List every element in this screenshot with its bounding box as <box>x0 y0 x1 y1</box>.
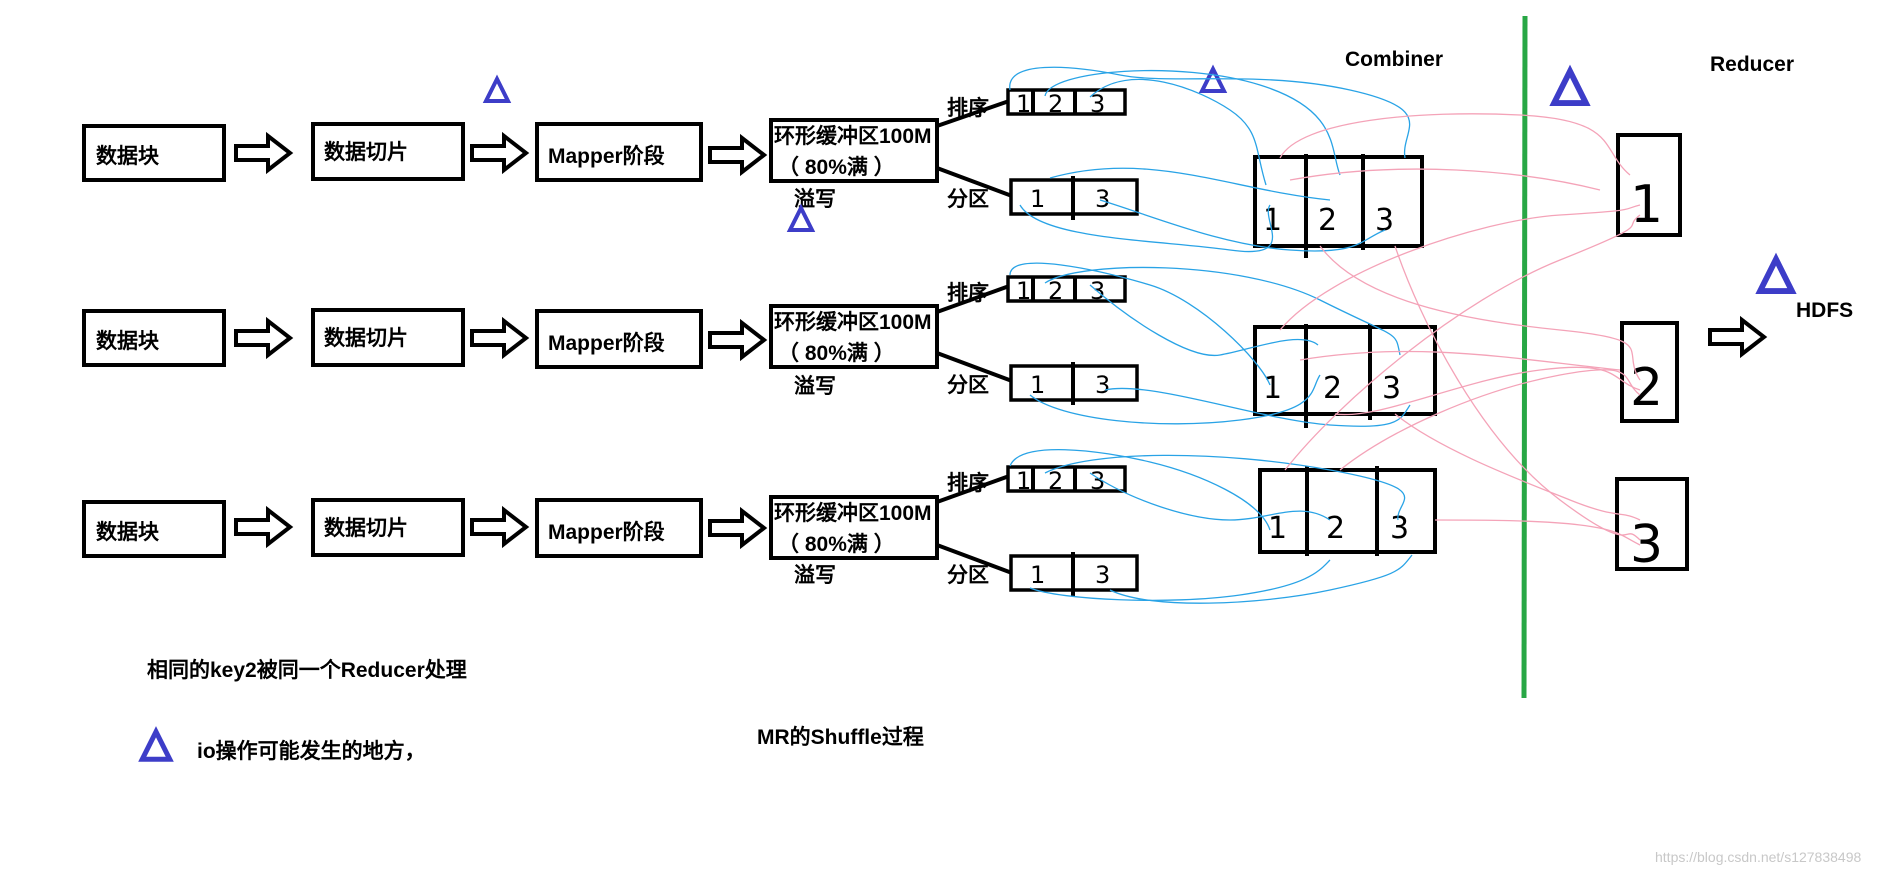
ring-buffer-2: 环形缓冲区100M （ 80%满 ） <box>769 304 939 369</box>
ring-buffer-label-line1: 环形缓冲区100M <box>774 310 932 334</box>
io-legend-text: io操作可能发生的地方， <box>197 739 426 763</box>
ring-buffer-label-line2: （ 80%满 ） <box>778 532 895 556</box>
mapper-stage-2: Mapper阶段 <box>535 309 703 369</box>
sort-cell-1: 1 <box>1016 467 1031 495</box>
mapper-label: Mapper阶段 <box>548 331 665 355</box>
sort-buffer-3: 1 2 3 <box>1006 465 1127 495</box>
partition-label: 分区 <box>947 188 989 211</box>
data-block-label: 数据块 <box>96 145 160 168</box>
sort-cell-2: 2 <box>1048 277 1063 305</box>
data-split-label: 数据切片 <box>324 517 408 540</box>
hollow-arrow-icon <box>234 319 292 357</box>
pipeline-row-1: 数据块 数据切片 Mapper阶段 环形缓冲区100M （ 80%满 ） 溢写 … <box>82 88 1139 220</box>
combiner-heading: Combiner <box>1345 48 1443 71</box>
combiner-cell-1: 1 <box>1268 511 1287 546</box>
diagram-caption: MR的Shuffle过程 <box>757 725 924 749</box>
reducer-cell-3: 3 <box>1630 515 1663 575</box>
combiner-cell-2: 2 <box>1323 371 1342 406</box>
combiner-box-3: 1 2 3 <box>1258 466 1437 556</box>
partition-buffer-1: 1 3 <box>1009 176 1139 220</box>
partition-label: 分区 <box>947 564 989 587</box>
partition-cell-1: 1 <box>1030 561 1045 589</box>
data-split-label: 数据切片 <box>324 327 408 350</box>
partition-buffer-2: 1 3 <box>1009 362 1139 405</box>
data-block-3: 数据块 <box>82 500 226 558</box>
mapper-label: Mapper阶段 <box>548 144 665 168</box>
triangle-outline-icon <box>1554 71 1586 103</box>
partition-cell-1: 1 <box>1030 371 1045 399</box>
reducer-flow-lines <box>1279 113 1641 546</box>
partition-label: 分区 <box>947 374 989 397</box>
data-block-1: 数据块 <box>82 124 226 182</box>
hollow-arrow-icon <box>470 508 528 546</box>
sort-cell-2: 2 <box>1048 467 1063 495</box>
combiner-flow-lines <box>1009 66 1413 604</box>
spill-label: 溢写 <box>794 563 836 587</box>
data-block-2: 数据块 <box>82 309 226 367</box>
hollow-arrow-icon <box>708 509 766 547</box>
data-block-label: 数据块 <box>96 521 160 544</box>
ring-buffer-label-line1: 环形缓冲区100M <box>774 124 932 148</box>
ring-buffer-3: 环形缓冲区100M （ 80%满 ） <box>769 495 939 560</box>
mapper-stage-1: Mapper阶段 <box>535 122 703 182</box>
reducer-box-3: 3 <box>1615 477 1689 575</box>
partition-cell-1: 1 <box>1030 185 1045 213</box>
partition-cell-2: 3 <box>1095 185 1110 213</box>
combiner-cell-3: 3 <box>1375 203 1394 238</box>
hollow-arrow-icon <box>470 134 528 172</box>
hollow-arrow-icon <box>234 508 292 546</box>
combiner-box-2: 1 2 3 <box>1253 324 1437 428</box>
triangle-outline-icon <box>788 206 814 232</box>
pipeline-row-3: 数据块 数据切片 Mapper阶段 环形缓冲区100M （ 80%满 ） 溢写 … <box>82 465 1139 596</box>
combiner-cell-3: 3 <box>1382 371 1401 406</box>
reducer-heading: Reducer <box>1710 53 1794 76</box>
combiner-cell-2: 2 <box>1326 511 1345 546</box>
sort-cell-1: 1 <box>1016 277 1031 305</box>
sort-cell-1: 1 <box>1016 90 1031 118</box>
triangle-outline-icon <box>1200 67 1226 93</box>
sort-label: 排序 <box>947 471 989 495</box>
data-block-label: 数据块 <box>96 330 160 353</box>
sort-buffer-1: 1 2 3 <box>1006 88 1127 118</box>
combiner-cell-3: 3 <box>1390 511 1409 546</box>
reducer-box-2: 2 <box>1620 321 1679 423</box>
hollow-arrow-icon <box>470 319 528 357</box>
mapper-label: Mapper阶段 <box>548 520 665 544</box>
sort-buffer-2: 1 2 3 <box>1006 275 1127 305</box>
triangle-outline-icon <box>1760 259 1792 291</box>
hollow-arrow-icon <box>708 136 766 174</box>
data-split-label: 数据切片 <box>324 141 408 164</box>
sort-cell-3: 3 <box>1090 90 1105 118</box>
reducer-cell-1: 1 <box>1630 175 1663 235</box>
mapper-stage-3: Mapper阶段 <box>535 498 703 558</box>
ring-buffer-label-line2: （ 80%满 ） <box>778 155 895 179</box>
spill-label: 溢写 <box>794 374 836 398</box>
hollow-arrow-icon <box>708 321 766 359</box>
data-split-2: 数据切片 <box>311 308 465 367</box>
watermark-text: https://blog.csdn.net/s127838498 <box>1655 849 1861 865</box>
partition-cell-2: 3 <box>1095 371 1110 399</box>
data-split-1: 数据切片 <box>311 122 465 181</box>
map-reduce-divider <box>1521 15 1528 699</box>
hdfs-label: HDFS <box>1796 299 1853 322</box>
ring-buffer-label-line2: （ 80%满 ） <box>778 341 895 365</box>
combiner-cell-2: 2 <box>1318 203 1337 238</box>
sort-label: 排序 <box>947 281 989 305</box>
sort-cell-3: 3 <box>1090 467 1105 495</box>
sort-label: 排序 <box>947 96 989 120</box>
data-split-3: 数据切片 <box>311 498 465 557</box>
triangle-outline-icon <box>484 77 510 103</box>
triangle-outline-icon <box>142 732 170 760</box>
hollow-arrow-icon <box>234 134 292 172</box>
pipeline-row-2: 数据块 数据切片 Mapper阶段 环形缓冲区100M （ 80%满 ） 溢写 … <box>82 275 1139 405</box>
ring-buffer-label-line1: 环形缓冲区100M <box>774 501 932 525</box>
reducer-box-1: 1 <box>1616 133 1682 237</box>
hollow-arrow-icon <box>1708 318 1766 356</box>
partition-cell-2: 3 <box>1095 561 1110 589</box>
sort-cell-2: 2 <box>1048 90 1063 118</box>
partition-buffer-3: 1 3 <box>1009 552 1139 596</box>
key2-note: 相同的key2被同一个Reducer处理 <box>147 658 467 682</box>
ring-buffer-1: 环形缓冲区100M （ 80%满 ） <box>769 118 939 183</box>
